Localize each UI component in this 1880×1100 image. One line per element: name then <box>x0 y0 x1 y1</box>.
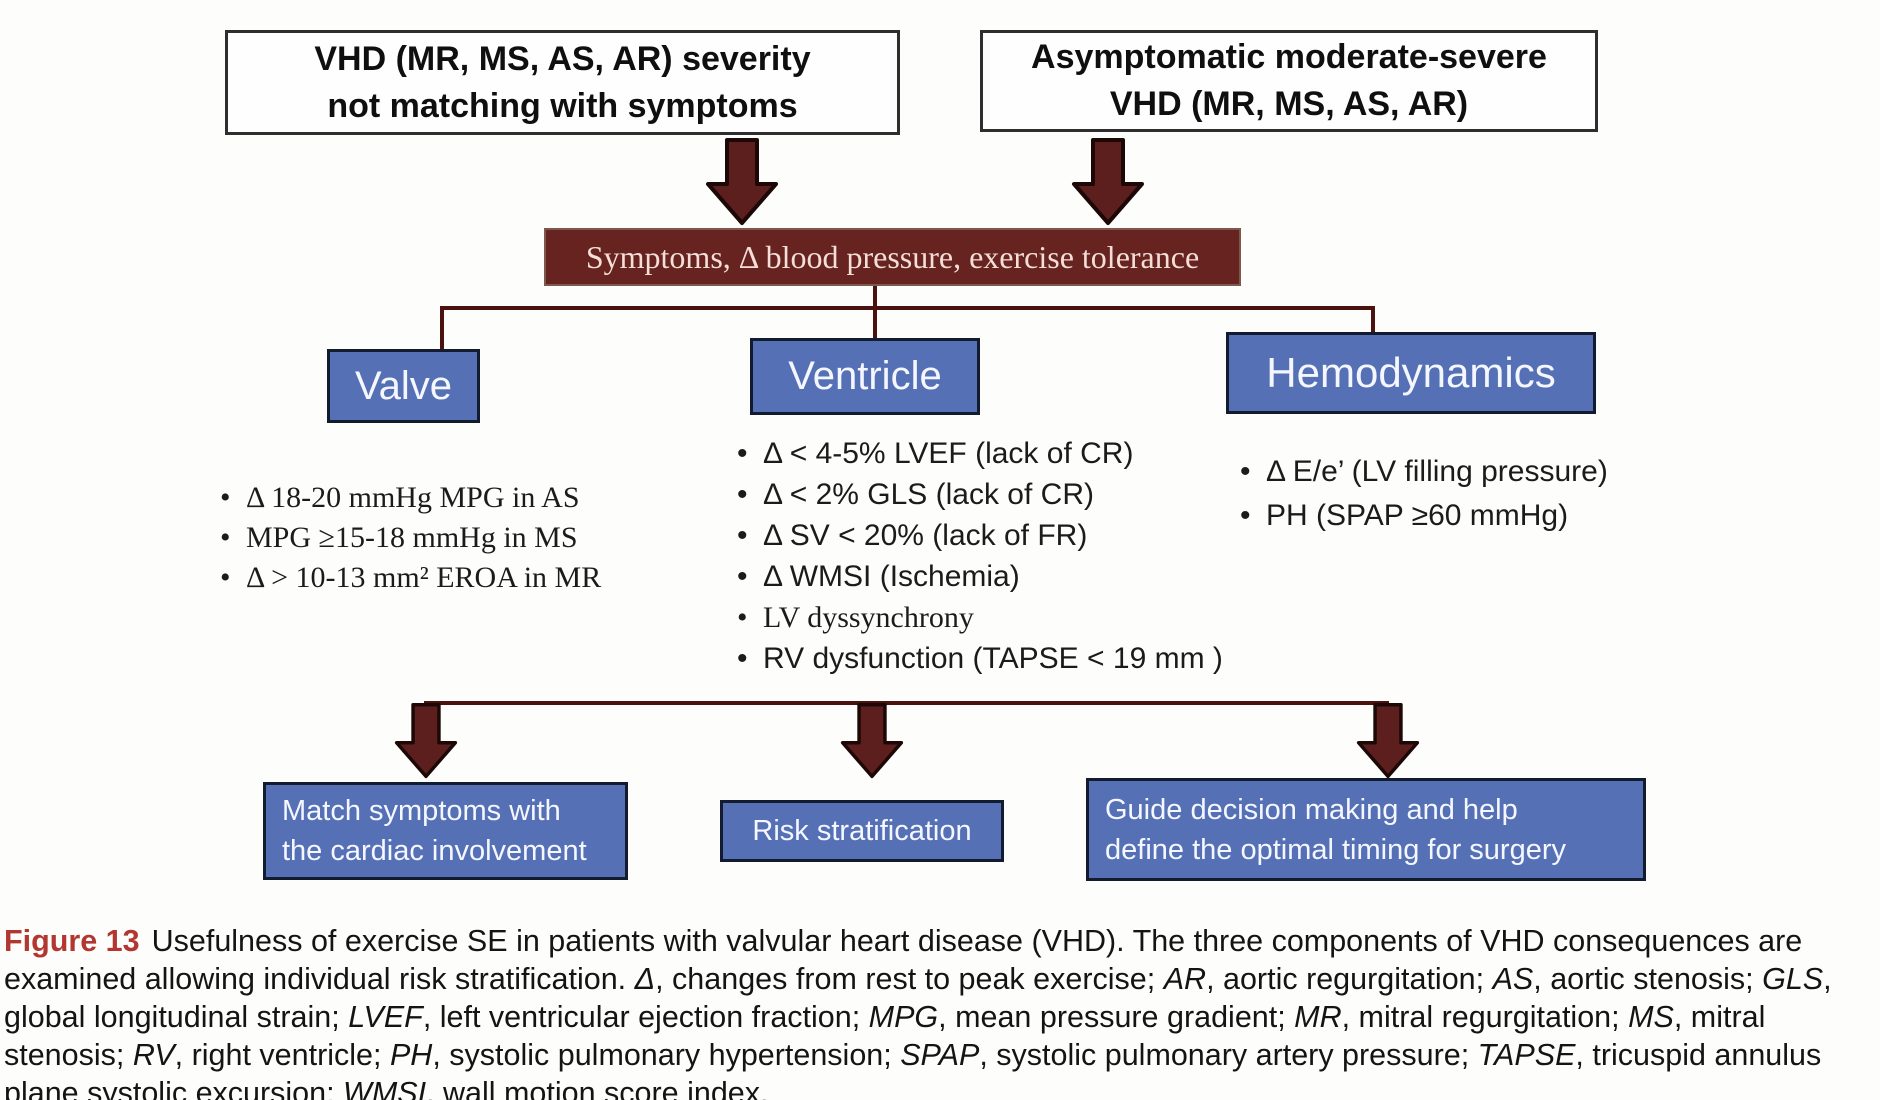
condition-box-severity-mismatch: VHD (MR, MS, AS, AR) severity not matchi… <box>225 30 900 135</box>
list-item: RV dysfunction (TAPSE < 19 mm ) <box>735 638 1223 679</box>
hemodynamics-criteria-list: Δ E/e’ (LV filling pressure) PH (SPAP ≥6… <box>1238 450 1608 538</box>
list-item: Δ WMSI (Ischemia) <box>735 556 1223 597</box>
category-box-valve: Valve <box>327 349 480 423</box>
connector-line <box>873 306 877 341</box>
connector-line <box>440 306 1375 310</box>
connector-line <box>440 306 444 352</box>
list-item: Δ > 10-13 mm² EROA in MR <box>218 558 601 598</box>
down-arrow-icon <box>394 703 458 779</box>
list-item: Δ < 2% GLS (lack of CR) <box>735 474 1223 515</box>
condition-box-asymptomatic-vhd: Asymptomatic moderate-severe VHD (MR, MS… <box>980 30 1598 132</box>
condition-box-line: VHD (MR, MS, AS, AR) <box>1109 85 1469 123</box>
connector-line <box>424 701 1389 705</box>
condition-box-line: VHD (MR, MS, AS, AR) severity <box>314 39 811 78</box>
category-box-ventricle: Ventricle <box>750 338 980 415</box>
outcome-box-line: Risk stratification <box>752 815 972 847</box>
outcome-box-line: define the optimal timing for surgery <box>1105 833 1566 866</box>
outcome-box-line: the cardiac involvement <box>282 835 587 867</box>
connector-line <box>873 286 877 310</box>
outcome-box-guide-decision: Guide decision making and help define th… <box>1086 778 1646 881</box>
condition-box-line: not matching with symptoms <box>327 86 798 125</box>
list-item: PH (SPAP ≥60 mmHg) <box>1238 494 1608 538</box>
category-box-hemodynamics: Hemodynamics <box>1226 332 1596 414</box>
ventricle-criteria-list: Δ < 4-5% LVEF (lack of CR) Δ < 2% GLS (l… <box>735 433 1223 679</box>
outcome-box-line: Match symptoms with <box>282 795 561 827</box>
list-item: MPG ≥15-18 mmHg in MS <box>218 518 601 558</box>
down-arrow-icon <box>1356 703 1420 779</box>
down-arrow-icon <box>1072 138 1144 225</box>
outcome-box-risk-stratification: Risk stratification <box>720 800 1004 862</box>
list-item: LV dyssynchrony <box>735 597 1223 638</box>
list-item: Δ < 4-5% LVEF (lack of CR) <box>735 433 1223 474</box>
outcome-box-line: Guide decision making and help <box>1105 793 1518 826</box>
assessment-box: Symptoms, Δ blood pressure, exercise tol… <box>544 228 1241 286</box>
list-item: Δ SV < 20% (lack of FR) <box>735 515 1223 556</box>
list-item: Δ 18-20 mmHg MPG in AS <box>218 478 601 518</box>
down-arrow-icon <box>840 703 904 779</box>
connector-line <box>1371 306 1375 335</box>
list-item: Δ E/e’ (LV filling pressure) <box>1238 450 1608 494</box>
outcome-box-match-symptoms: Match symptoms with the cardiac involvem… <box>263 782 628 880</box>
valve-criteria-list: Δ 18-20 mmHg MPG in AS MPG ≥15-18 mmHg i… <box>218 478 601 598</box>
down-arrow-icon <box>706 138 778 225</box>
condition-box-line: Asymptomatic moderate-severe <box>1031 38 1547 76</box>
